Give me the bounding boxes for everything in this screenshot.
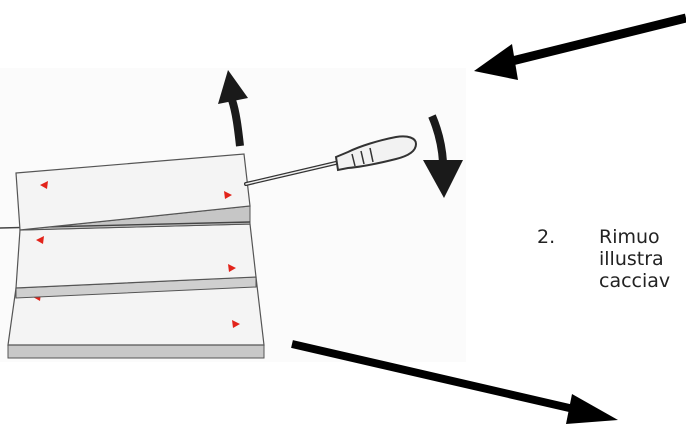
marker-icon <box>40 181 48 189</box>
callout-arrow-bottom-icon <box>291 340 618 424</box>
top-panel <box>0 153 251 231</box>
marker-icon <box>224 191 232 199</box>
marker-icon <box>232 320 240 328</box>
screwdriver-icon <box>244 135 418 186</box>
step-number: 2. <box>537 226 556 248</box>
curved-arrow-down-icon <box>423 114 463 198</box>
marker-icon <box>228 264 236 272</box>
step-text-line: illustra <box>599 248 664 270</box>
step-text-line: cacciav <box>599 270 671 292</box>
curved-arrow-up-icon <box>218 70 248 147</box>
callout-arrow-top-icon <box>474 13 686 80</box>
step-text: Rimuo illustra cacciav <box>599 226 670 292</box>
marker-icon <box>36 236 44 244</box>
step-text-line: Rimuo <box>599 226 660 248</box>
middle-panel <box>15 223 257 299</box>
